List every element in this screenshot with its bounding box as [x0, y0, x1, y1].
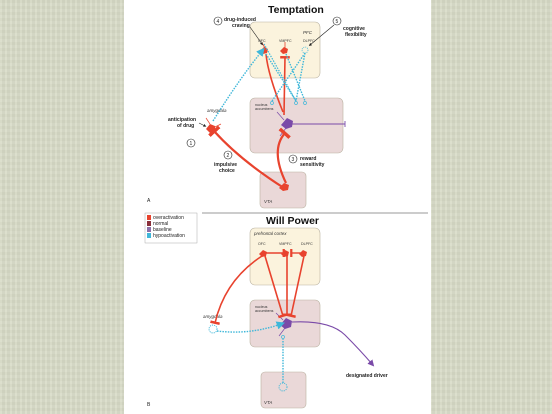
- designated-driver-label: designated driver: [346, 373, 388, 379]
- vmpfc-label-b: VMPFC: [279, 242, 292, 246]
- panel-b-letter: B: [147, 402, 151, 408]
- svg-text:4: 4: [217, 19, 220, 25]
- nucleus-accumbens-box-a: [249, 97, 344, 154]
- svg-text:anticipation: anticipation: [168, 117, 196, 123]
- svg-text:cognitive: cognitive: [343, 26, 365, 32]
- callout-2: 2 impulsive choice: [214, 150, 237, 174]
- svg-text:impulsive: impulsive: [214, 162, 237, 168]
- panel-a: Temptation PFC OFC VMPFC DLPFC nucleus a…: [147, 4, 367, 209]
- legend-box: [144, 212, 198, 244]
- nac-label-a2: accumbens: [255, 107, 274, 111]
- svg-text:2: 2: [227, 153, 230, 159]
- legend-normal: normal: [153, 221, 168, 227]
- amygdala-neuron-b: [208, 324, 218, 334]
- vta-label-b: VTA: [264, 400, 272, 405]
- amygdala-label-b: amygdala: [203, 314, 223, 319]
- ofc-label-b: OFC: [258, 242, 266, 246]
- legend-baseline: baseline: [153, 227, 172, 233]
- vmpfc-label: VMPFC: [279, 39, 292, 43]
- vta-label-a: VTA: [264, 199, 272, 204]
- svg-text:flexibility: flexibility: [345, 32, 367, 38]
- svg-text:choice: choice: [219, 168, 235, 174]
- nac-label-b2: accumbens: [255, 309, 274, 313]
- nac-label-a1: nucleus: [255, 103, 268, 107]
- svg-text:3: 3: [292, 157, 295, 163]
- legend-overactivation: overactivation: [153, 215, 184, 221]
- connections-b: [210, 248, 375, 383]
- dlpfc-label: DLPFC: [303, 39, 315, 43]
- dlpfc-label-b: DLPFC: [301, 242, 313, 246]
- svg-text:sensitivity: sensitivity: [300, 162, 325, 168]
- legend: overactivation normal baseline hypoactiv…: [144, 212, 198, 244]
- connections-a: [208, 43, 307, 189]
- svg-text:reward: reward: [300, 156, 316, 162]
- panel-a-title: Temptation: [268, 4, 324, 16]
- nac-label-b1: nucleus: [255, 305, 268, 309]
- svg-text:of drug: of drug: [177, 123, 194, 129]
- callout-5: 5 cognitive flexibility: [308, 16, 367, 46]
- svg-text:drug-induced: drug-induced: [224, 17, 256, 23]
- vmpfc-neuron: [280, 42, 288, 54]
- legend-swatch-normal: [147, 221, 151, 226]
- prefrontal-label: prefrontal cortex: [253, 231, 287, 236]
- callout-4: 4 drug-induced craving: [213, 16, 263, 46]
- panel-a-letter: A: [147, 198, 151, 204]
- legend-swatch-hypoactivation: [147, 233, 151, 238]
- callout-3: 3 reward sensitivity: [288, 154, 325, 168]
- callout-1: 1 anticipation of drug: [168, 117, 207, 148]
- svg-text:1: 1: [190, 141, 193, 147]
- svg-text:craving: craving: [232, 23, 250, 29]
- legend-hypoactivation: hypoactivation: [153, 233, 185, 239]
- legend-swatch-overactivation: [147, 215, 151, 220]
- pfc-label: PFC: [303, 30, 313, 35]
- panel-b: Will Power prefrontal cortex OFC VMPFC D…: [147, 215, 388, 409]
- svg-text:5: 5: [336, 19, 339, 25]
- panel-b-title: Will Power: [266, 215, 319, 227]
- ofc-label: OFC: [258, 39, 266, 43]
- legend-swatch-baseline: [147, 227, 151, 232]
- amygdala-label-a: amygdala: [207, 108, 227, 113]
